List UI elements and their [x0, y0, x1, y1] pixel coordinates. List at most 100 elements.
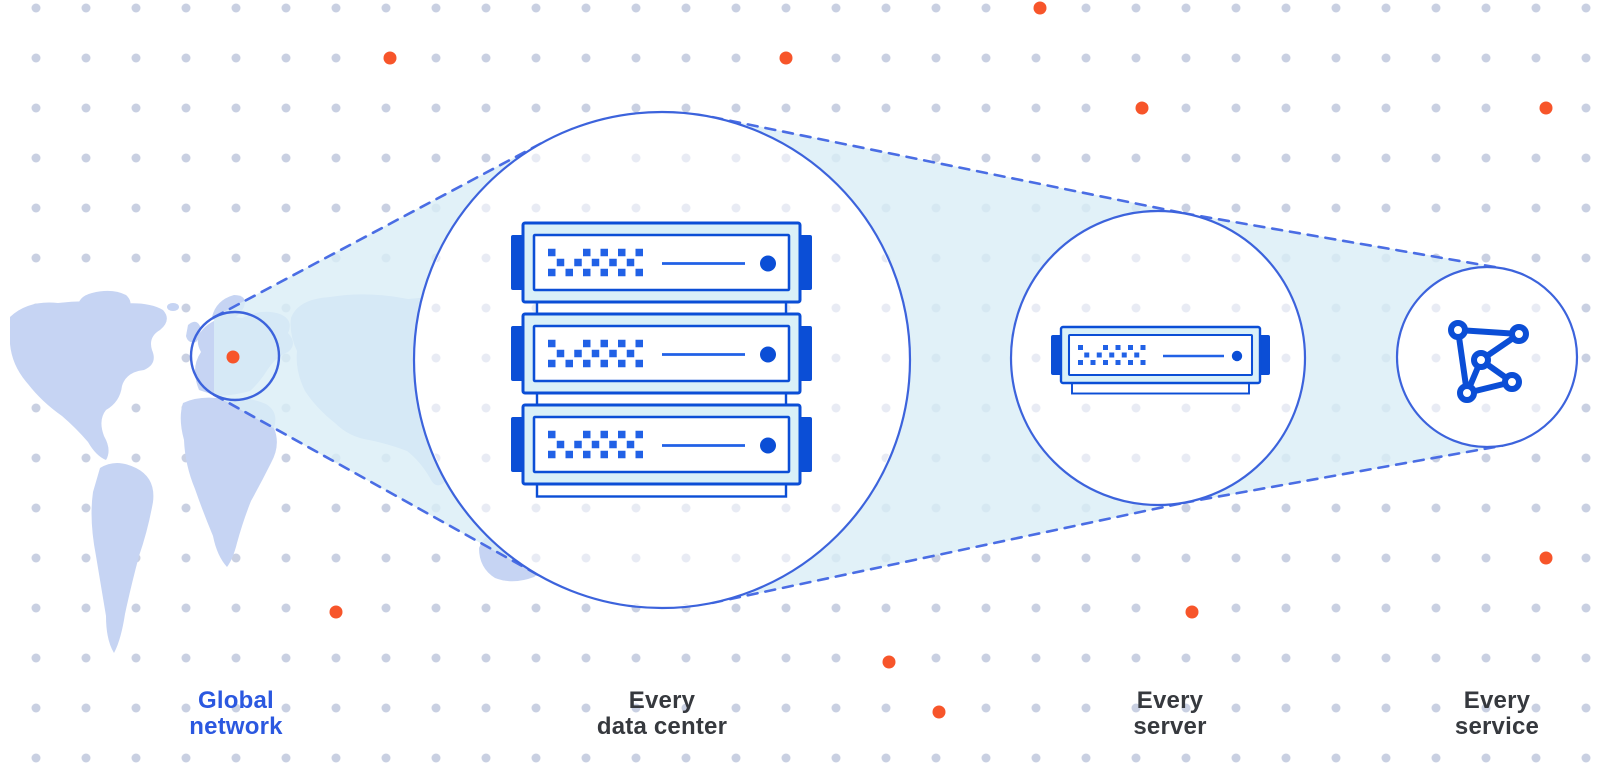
- faint-grid-dot: [1131, 403, 1141, 413]
- grid-dot: [1031, 753, 1041, 763]
- grid-dot: [881, 603, 891, 613]
- vent-square: [635, 248, 643, 257]
- grid-dot: [431, 153, 441, 163]
- grid-dot: [1031, 603, 1041, 613]
- grid-dot: [931, 3, 941, 13]
- rack-front-panel: [532, 233, 791, 292]
- faint-grid-dot: [1231, 453, 1241, 463]
- faint-grid-dot: [581, 503, 591, 513]
- faint-grid-dot: [1181, 403, 1191, 413]
- vent-square: [591, 440, 600, 449]
- grid-dot: [631, 703, 641, 713]
- grid-dot: [81, 3, 91, 13]
- grid-dot: [1081, 3, 1091, 13]
- grid-dot: [31, 53, 41, 63]
- faint-grid-dot: [831, 203, 841, 213]
- grid-dot: [1281, 703, 1291, 713]
- grid-dot: [81, 603, 91, 613]
- grid-dot: [1431, 503, 1441, 513]
- grid-dot: [131, 203, 141, 213]
- grid-dot: [1281, 653, 1291, 663]
- grid-dot: [131, 703, 141, 713]
- faint-grid-dot: [881, 403, 891, 413]
- accent-dot: [1539, 101, 1553, 115]
- network-node: [1509, 324, 1529, 344]
- grid-dot: [131, 403, 141, 413]
- grid-dot: [1331, 653, 1341, 663]
- grid-dot: [1231, 53, 1241, 63]
- grid-dot: [1331, 53, 1341, 63]
- grid-dot: [1531, 3, 1541, 13]
- grid-dot: [1231, 603, 1241, 613]
- grid-dot: [1181, 553, 1191, 563]
- vent-square: [1096, 352, 1102, 358]
- faint-grid-dot: [681, 553, 691, 563]
- grid-dot: [1481, 703, 1491, 713]
- grid-dot: [1531, 153, 1541, 163]
- grid-dot: [1381, 53, 1391, 63]
- grid-dot: [181, 353, 191, 363]
- grid-dot: [781, 753, 791, 763]
- grid-dot: [931, 53, 941, 63]
- grid-dot: [1181, 753, 1191, 763]
- faint-grid-dot: [631, 203, 641, 213]
- grid-dot: [281, 153, 291, 163]
- grid-dot: [181, 153, 191, 163]
- rack-power-dot: [1231, 350, 1243, 362]
- grid-dot: [1531, 753, 1541, 763]
- grid-dot: [181, 553, 191, 563]
- grid-dot: [81, 653, 91, 663]
- grid-dot: [1531, 203, 1541, 213]
- grid-dot: [1481, 153, 1491, 163]
- grid-dot: [331, 103, 341, 113]
- grid-dot: [981, 653, 991, 663]
- map-africa: [180, 397, 277, 567]
- grid-dot: [1131, 603, 1141, 613]
- grid-dot: [1481, 53, 1491, 63]
- grid-dot: [931, 653, 941, 663]
- grid-dot: [381, 503, 391, 513]
- grid-dot: [581, 103, 591, 113]
- grid-dot: [1331, 153, 1341, 163]
- faint-grid-dot: [1081, 253, 1091, 263]
- grid-dot: [681, 103, 691, 113]
- grid-dot: [431, 3, 441, 13]
- faint-grid-dot: [1231, 303, 1241, 313]
- faint-grid-dot: [1131, 303, 1141, 313]
- grid-dot: [981, 53, 991, 63]
- grid-dot: [31, 453, 41, 463]
- grid-dot: [231, 153, 241, 163]
- grid-dot: [1381, 703, 1391, 713]
- vent-square: [548, 430, 556, 439]
- vent-square: [609, 258, 617, 267]
- vent-square: [600, 339, 608, 348]
- grid-dot: [281, 503, 291, 513]
- vent-square: [574, 440, 582, 449]
- grid-dot: [631, 3, 641, 13]
- grid-dot: [281, 753, 291, 763]
- grid-dot: [431, 53, 441, 63]
- accent-dot: [1185, 605, 1199, 619]
- grid-dot: [31, 703, 41, 713]
- grid-dot: [181, 303, 191, 313]
- vent-square: [1078, 345, 1083, 350]
- grid-dot: [1431, 653, 1441, 663]
- vent-square: [635, 450, 643, 459]
- faint-grid-dot: [731, 153, 741, 163]
- grid-dot: [181, 103, 191, 113]
- grid-dot: [81, 753, 91, 763]
- grid-dot: [581, 603, 591, 613]
- rack-vent-matrix: [1078, 345, 1146, 365]
- grid-dot: [1581, 153, 1591, 163]
- grid-dot: [31, 753, 41, 763]
- vent-square: [600, 450, 608, 459]
- grid-dot: [131, 453, 141, 463]
- faint-grid-dot: [481, 453, 491, 463]
- grid-dot: [1331, 103, 1341, 113]
- vent-square: [1115, 345, 1121, 350]
- grid-dot: [481, 103, 491, 113]
- faint-grid-dot: [1431, 303, 1441, 313]
- rack-power-dot: [760, 255, 776, 272]
- grid-dot: [1131, 703, 1141, 713]
